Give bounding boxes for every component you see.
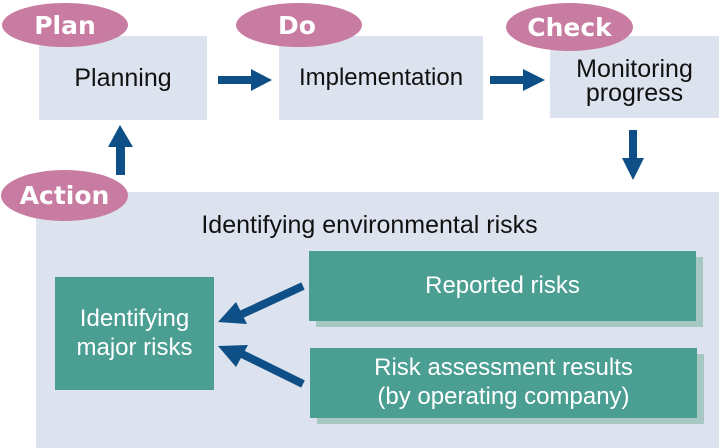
implementation-box: Implementation (279, 36, 483, 120)
major-risks-line2: major risks (76, 333, 193, 361)
phase-check-badge: Check (506, 3, 633, 51)
arrow-icon-action-up (108, 125, 133, 175)
monitoring-label-line2: progress (585, 79, 684, 107)
arrow-icon-reported-to-major (218, 282, 305, 324)
assessment-line2: (by operating company) (377, 383, 630, 410)
arrow-icon-assessment-to-major (218, 345, 305, 388)
arrow-icon-do-to-check (490, 69, 545, 91)
reported-risks-box: Reported risks (309, 251, 696, 321)
monitoring-label-line1: Monitoring (576, 55, 693, 84)
arrow-icon-check-down (622, 130, 644, 180)
arrow-icon-plan-to-do (218, 69, 272, 91)
phase-plan-badge: Plan (2, 3, 128, 47)
phase-do-badge: Do (236, 3, 362, 47)
major-risks-line1: Identifying (79, 304, 190, 332)
assessment-box: Risk assessment results (by operating co… (310, 348, 697, 418)
phase-action-label: Action (19, 181, 110, 210)
phase-action-badge: Action (1, 170, 128, 221)
phase-plan-label: Plan (34, 10, 96, 40)
planning-box: Planning (39, 36, 207, 120)
major-risks-box: Identifying major risks (55, 277, 214, 390)
phase-check-label: Check (527, 12, 612, 42)
assessment-line1: Risk assessment results (374, 354, 633, 382)
planning-label: Planning (74, 63, 172, 92)
reported-risks-label: Reported risks (425, 272, 580, 299)
risk-panel-title: Identifying environmental risks (201, 211, 538, 239)
implementation-label: Implementation (298, 64, 464, 91)
phase-do-label: Do (278, 10, 316, 40)
